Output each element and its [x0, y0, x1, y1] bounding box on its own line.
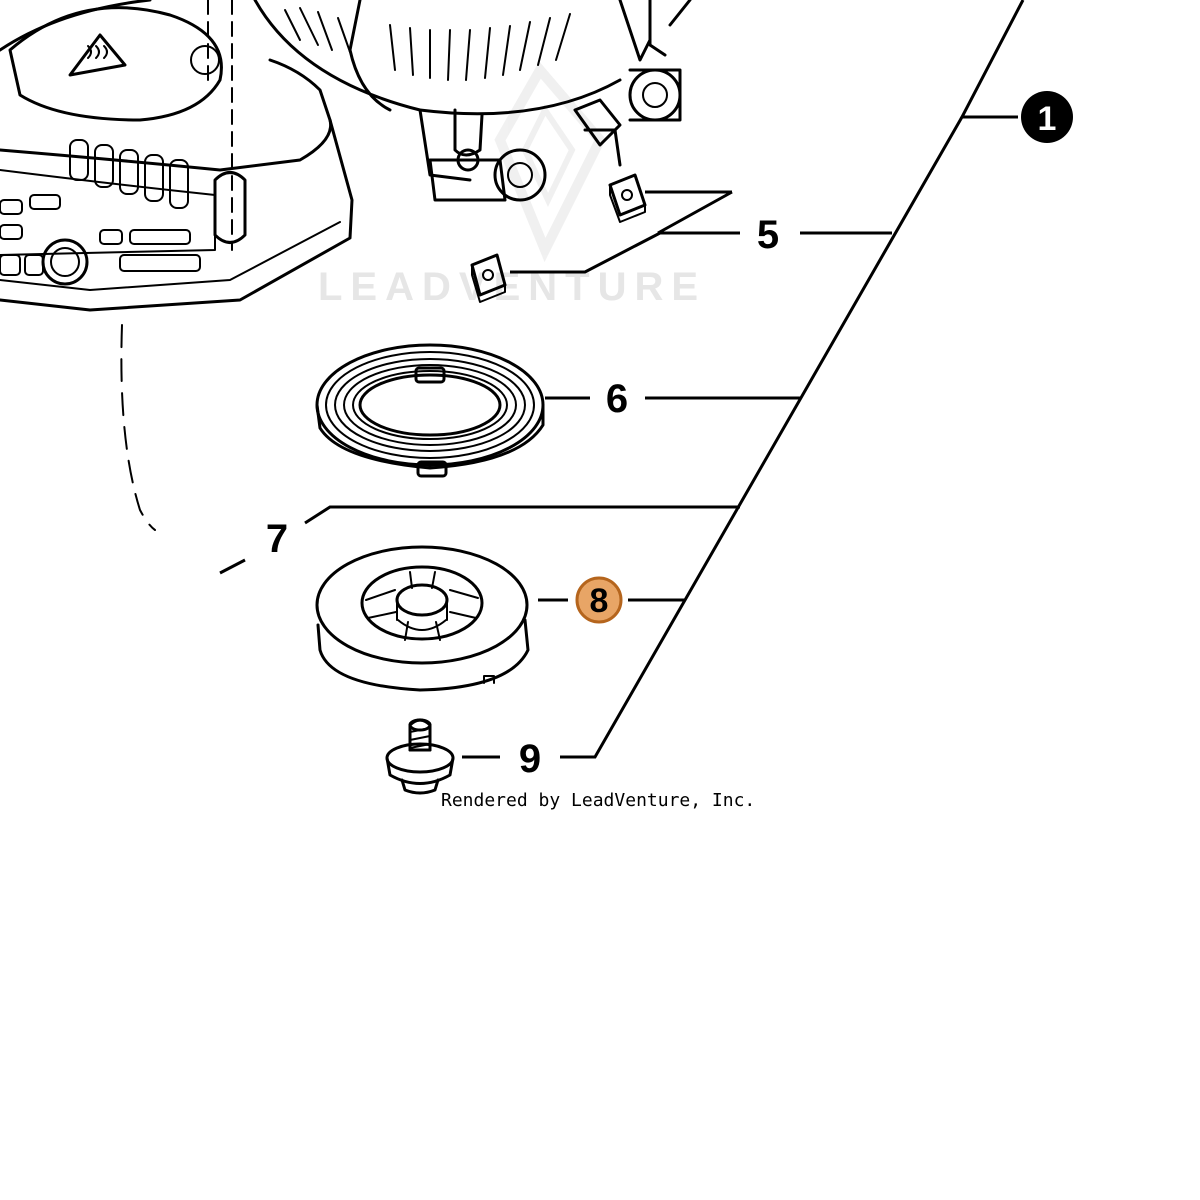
callout-9-label[interactable]: 9 [519, 737, 541, 781]
pulley-screw[interactable] [385, 718, 455, 795]
vent-slots [69, 139, 189, 209]
starter-rope[interactable] [120, 324, 423, 663]
callout-8-label: 8 [590, 582, 609, 620]
fan-fins [284, 7, 571, 81]
watermark-text: LEADVENTURE [318, 265, 706, 309]
lower-grille [0, 194, 201, 286]
square-nut-lower[interactable] [470, 253, 507, 303]
square-nut-upper[interactable] [608, 173, 647, 223]
render-credit: Rendered by LeadVenture, Inc. [441, 790, 755, 811]
leader-lines [219, 0, 1025, 759]
recoil-spring[interactable] [315, 343, 545, 478]
starter-pulley[interactable] [315, 545, 530, 692]
callout-5-label[interactable]: 5 [757, 213, 779, 257]
callout-1-label: 1 [1038, 100, 1057, 138]
callout-8[interactable]: 8 [575, 576, 623, 624]
callout-1[interactable]: 1 [1021, 91, 1073, 143]
fan-housing[interactable] [253, 0, 692, 202]
callout-7-label[interactable]: 7 [266, 517, 288, 561]
callout-6-label[interactable]: 6 [606, 377, 628, 421]
starter-housing[interactable] [0, 0, 354, 312]
